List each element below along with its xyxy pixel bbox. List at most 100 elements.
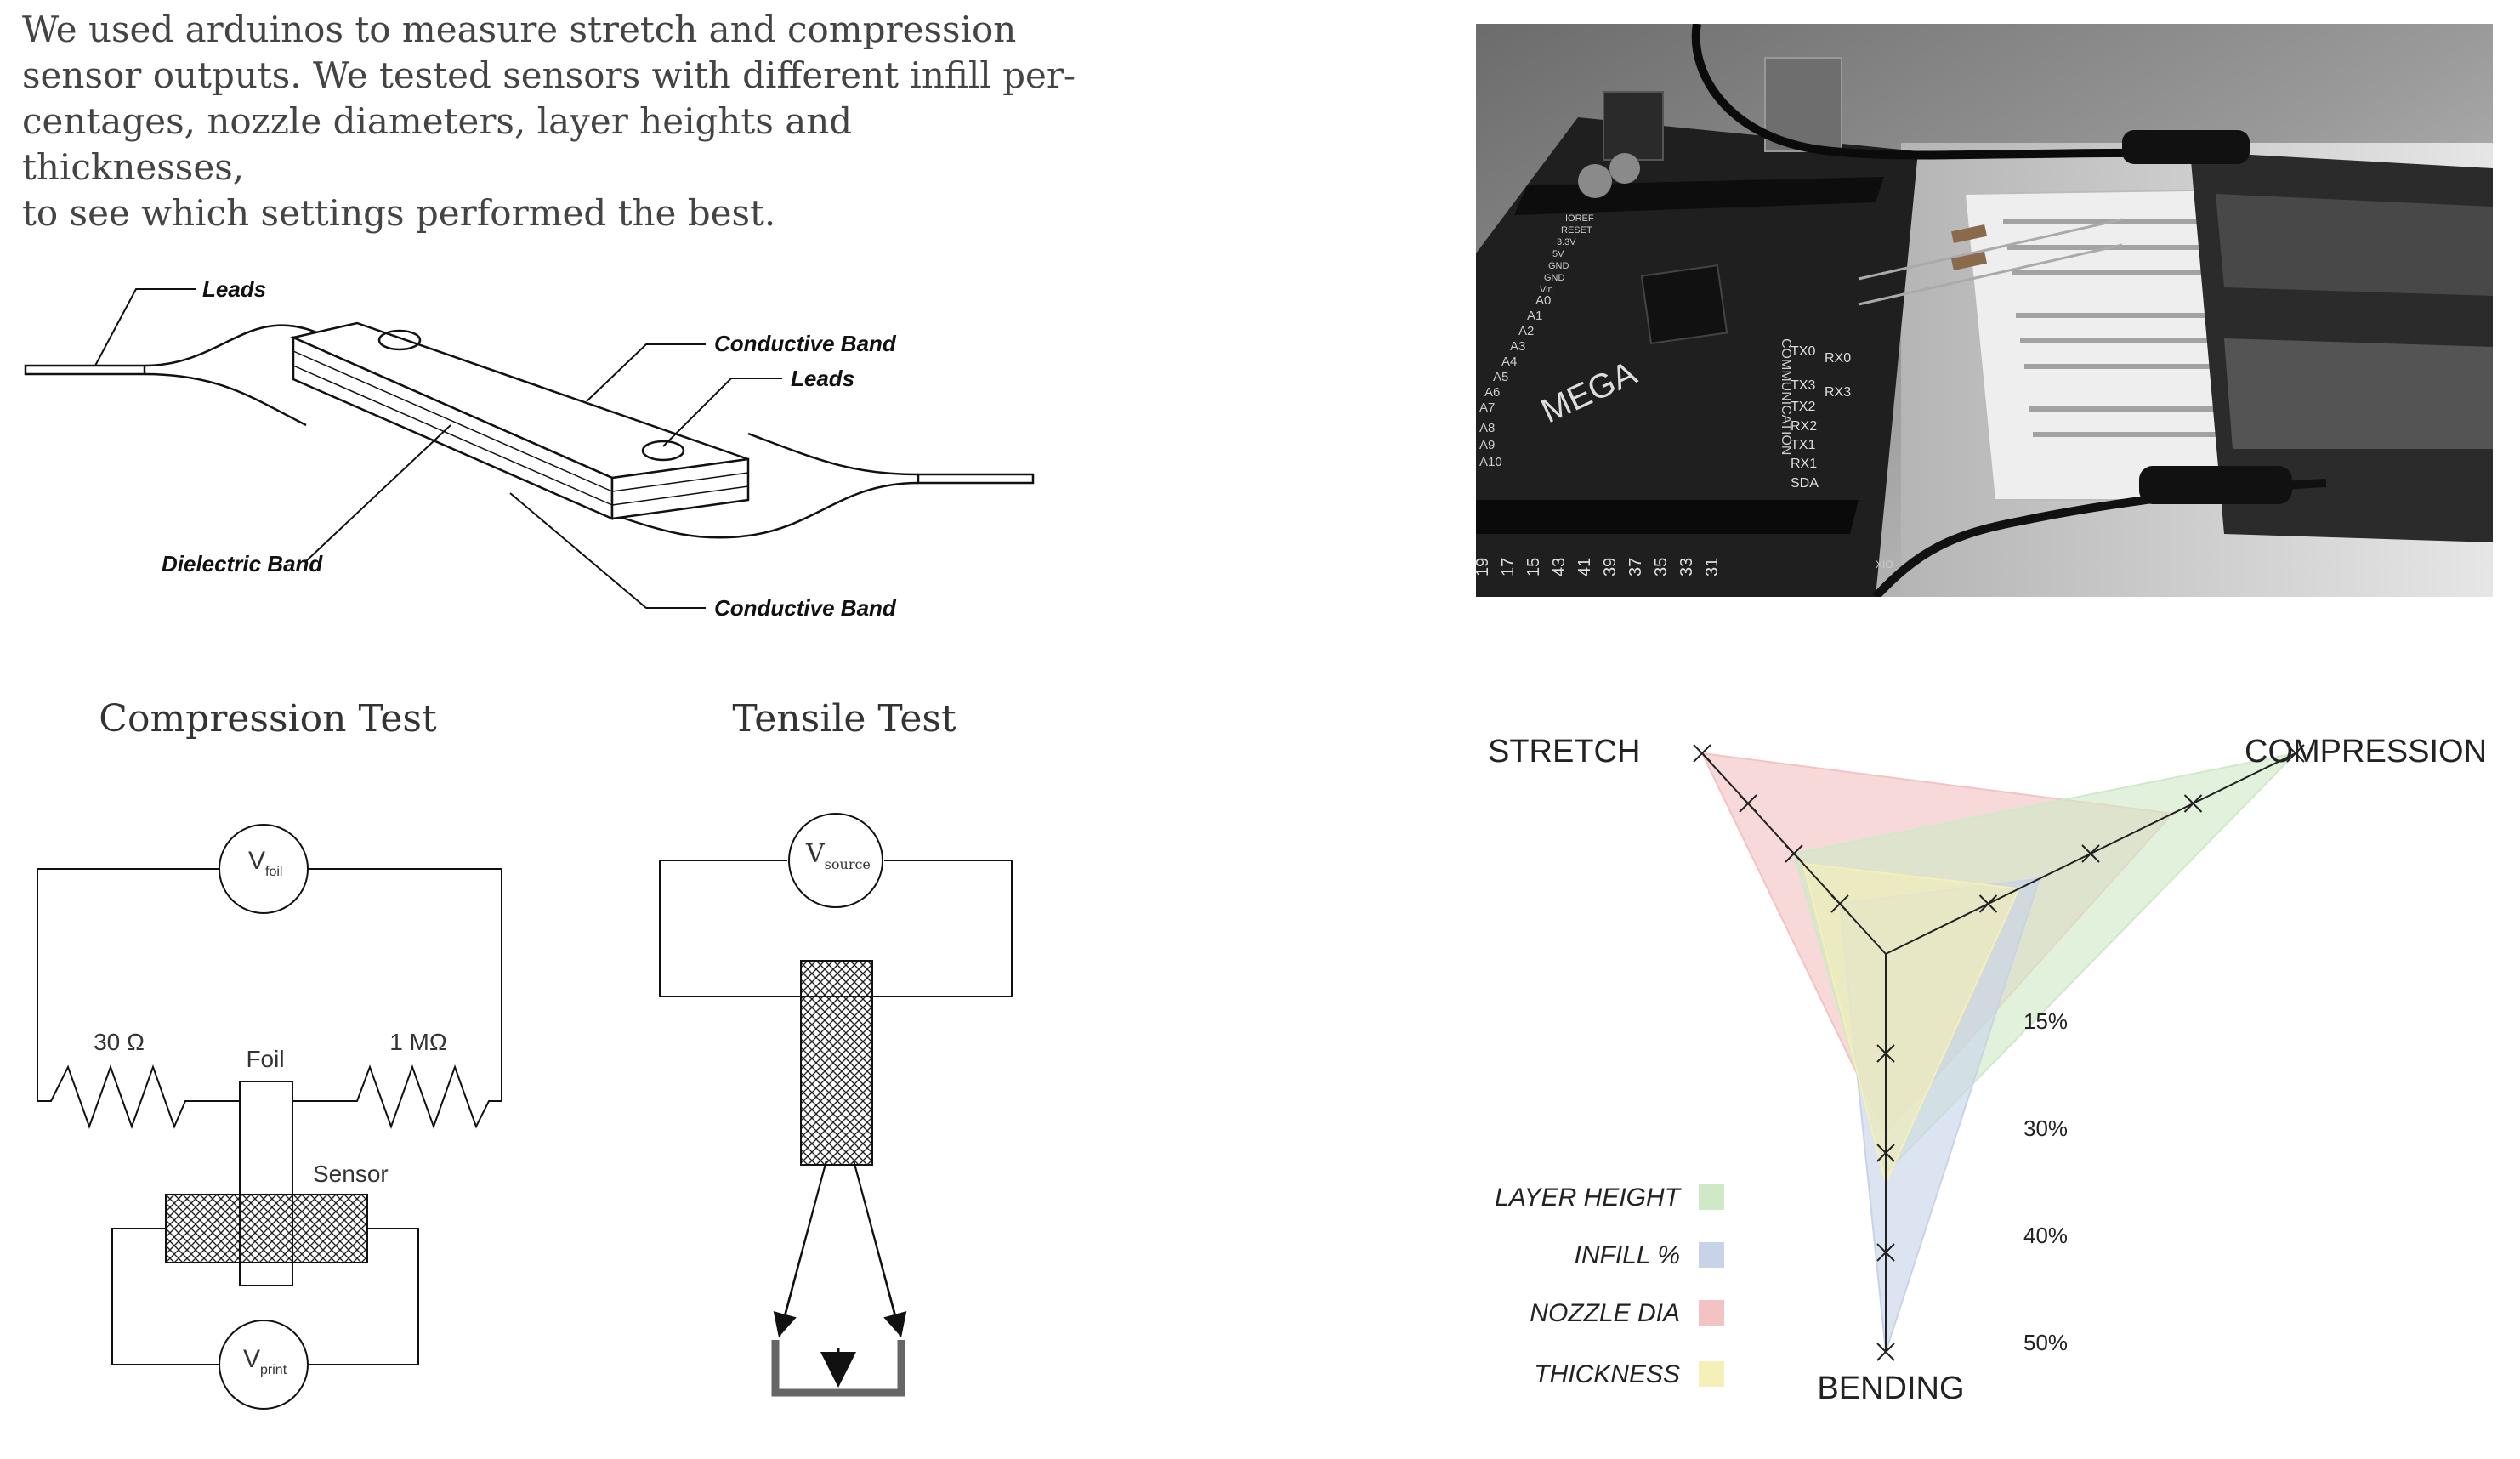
capacitor (1578, 164, 1612, 198)
tensile-test-title: Tensile Test (732, 697, 956, 741)
voltmeter-print (219, 1320, 309, 1410)
radar-tick-mark (1785, 844, 1803, 863)
lead-wire-lower (144, 372, 307, 427)
analog-labels: A0 A1 A2 A3 A4 A5 A6 A7 A8 A9 A10 (1479, 293, 1551, 469)
sensor-foil (2224, 338, 2493, 449)
resistor-30-ohm (37, 1064, 240, 1129)
band-layer-line (292, 350, 613, 492)
label-conductive-band-bottom: Conductive Band (714, 595, 897, 621)
board-chip (1640, 264, 1728, 345)
weight-tray (771, 1340, 905, 1397)
tensile-sensor-block (800, 960, 873, 1166)
analog-label: A4 (1501, 355, 1517, 369)
radar-tick-mark (1876, 1343, 1895, 1361)
board-bottom-header (1476, 500, 1859, 534)
alligator-clip (2122, 130, 2250, 164)
header-label: RX0 (1825, 351, 1851, 366)
arduino-board (1476, 117, 1918, 597)
resistor-1-megaohm (292, 1064, 502, 1129)
analog-label: A6 (1484, 385, 1500, 400)
header-label: SDA (1791, 476, 1819, 491)
foil-overlay (239, 1194, 293, 1263)
resistor-wire (1858, 218, 2123, 281)
power-labels: IOREF RESET 3.3V 5V GND GND Vin (1540, 213, 1594, 295)
header-label: TX2 (1791, 400, 1815, 414)
resistor (1950, 224, 1988, 244)
band-layer-line (611, 485, 749, 506)
label-leads-right: Leads (791, 366, 854, 391)
analog-label: A0 (1535, 293, 1551, 308)
radar-tick-mark (2286, 744, 2305, 763)
band-layer-line (611, 472, 749, 492)
legend-swatch-layer-height (1699, 1184, 1724, 1210)
board-comm-label: COMMUNICATION (1779, 338, 1793, 455)
pointer-leads-right (662, 378, 782, 447)
intro-paragraph: We used arduinos to measure stretch and … (22, 7, 1076, 236)
intro-line: to see which settings performed the best… (22, 192, 776, 234)
radar-tick-mark (2081, 844, 2100, 863)
power-jack (1603, 91, 1664, 161)
band-layer-line (292, 365, 613, 506)
resistor (1950, 251, 1988, 271)
intro-line: We used arduinos to measure stretch and … (22, 9, 1017, 50)
analog-label: A3 (1510, 339, 1525, 354)
alligator-clip (2139, 466, 2292, 504)
intro-line: sensor outputs. We tested sensors with d… (22, 54, 1076, 96)
radar-tick-mark (2183, 794, 2203, 813)
power-label: Vin (1540, 285, 1553, 295)
arduino-photo-drawing: MEGA COMMUNICATION TX0 RX0 TX3 RX3 TX2 R… (1476, 24, 2493, 597)
analog-label: A5 (1493, 370, 1508, 384)
radar-tick-mark (1876, 1144, 1895, 1162)
tick-label: 15% (2023, 1008, 2068, 1034)
voltmeter-source-label: Vsource (805, 839, 871, 872)
radar-tick-mark (1978, 894, 1998, 913)
sensor-block (165, 1194, 368, 1263)
radar-series-layer (1700, 752, 2298, 1353)
cord-arrow-left (773, 1160, 827, 1337)
arduino-setup-photo: MEGA COMMUNICATION TX0 RX0 TX3 RX3 TX2 R… (1476, 24, 2493, 597)
label-leads-left: Leads (202, 276, 266, 302)
legend-swatch-thickness (1699, 1361, 1724, 1387)
pin-number: 31 (1703, 558, 1722, 576)
resistor-1-megaohm-label: 1 MΩ (389, 1029, 447, 1055)
pin-number: 19 (1476, 558, 1492, 576)
analog-label: A9 (1479, 438, 1495, 452)
lead-wire-right-upper (747, 432, 919, 476)
lead-hole (377, 329, 422, 351)
tick-label: 50% (2023, 1330, 2068, 1355)
legend-swatch-nozzle-dia (1699, 1300, 1724, 1326)
legend-label-infill: INFILL % (1575, 1241, 1681, 1269)
wire-top-loop-right (308, 868, 502, 1101)
tick-label: 30% (2023, 1116, 2068, 1141)
pin-number: 15 (1524, 558, 1543, 576)
wire-bottom-loop-right (308, 1228, 419, 1365)
compression-test-title: Compression Test (99, 697, 437, 741)
radar-tick-mark (1876, 1243, 1895, 1262)
pointer-conductive-bottom (509, 492, 706, 609)
wire-bottom-loop (111, 1228, 219, 1365)
pin-number: 43 (1550, 558, 1569, 576)
lead-strip-left (24, 364, 146, 376)
pin-number: 17 (1499, 558, 1518, 576)
voltmeter-print-label: Vprint (243, 1345, 287, 1377)
label-conductive-band-top: Conductive Band (714, 331, 897, 356)
pin-number: 37 (1626, 558, 1645, 576)
header-label: RX1 (1791, 457, 1817, 471)
power-label: GND (1544, 273, 1565, 283)
radar-axes-layer (1693, 744, 2305, 1361)
voltmeter-source (788, 813, 883, 908)
header-label: TX0 (1791, 344, 1815, 359)
power-label: RESET (1561, 225, 1592, 236)
cable-top (1691, 24, 2242, 160)
lead-hole (641, 440, 685, 462)
cord-arrow-right (853, 1160, 907, 1337)
capacitor (1609, 153, 1640, 184)
analog-label: A1 (1527, 309, 1542, 323)
pin-number: 39 (1601, 558, 1620, 576)
pin-number: 33 (1677, 558, 1696, 576)
foil-label: Foil (246, 1046, 284, 1072)
header-label: TX3 (1791, 378, 1815, 393)
intro-line: centages, nozzle diameters, layer height… (22, 100, 853, 188)
sensor-foil (2216, 194, 2493, 296)
sensor-diagram: Leads Conductive Band Leads Dielectric B… (24, 276, 1035, 621)
